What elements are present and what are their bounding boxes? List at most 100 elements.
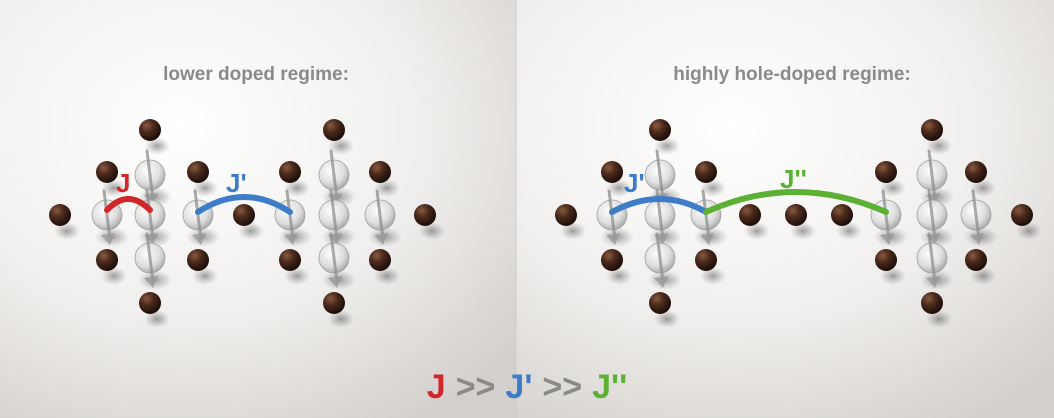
relation-j: J: [427, 368, 446, 406]
left-lattice: [49, 119, 445, 328]
atom-shadow: [836, 222, 862, 240]
spin-arrowhead: [970, 233, 984, 245]
atom-shadow: [700, 179, 726, 197]
spin-arrow: [329, 189, 339, 241]
oxygen-atom: [965, 161, 987, 183]
oxygen-atom: [739, 204, 761, 226]
relation-jp: J': [505, 368, 532, 406]
spin-arrowhead: [144, 276, 158, 288]
oxygen-atom: [649, 119, 671, 141]
spin-arrow: [102, 189, 112, 241]
oxygen-atom: [139, 292, 161, 314]
oxygen-atom: [695, 249, 717, 271]
atom-shadow: [101, 179, 127, 197]
atom-shadow: [970, 267, 996, 285]
oxygen-atom: [96, 161, 118, 183]
oxygen-atom: [649, 292, 671, 314]
atom-shadow: [284, 267, 310, 285]
oxygen-atom: [187, 161, 209, 183]
atom-shadow: [606, 267, 632, 285]
spin-arrowhead: [926, 276, 940, 288]
atom-shadow: [654, 137, 680, 155]
oxygen-atom: [369, 249, 391, 271]
spin-arrow: [145, 189, 155, 241]
spin-arrow: [927, 189, 937, 241]
atom-shadow: [101, 267, 127, 285]
oxygen-atom: [785, 204, 807, 226]
spin-arrowhead: [192, 233, 206, 245]
relation-jpp: J'': [592, 368, 627, 406]
right-panel-title: highly hole-doped regime:: [673, 64, 911, 85]
oxygen-atom: [414, 204, 436, 226]
atom-shadow: [144, 137, 170, 155]
atom-shadow: [926, 137, 952, 155]
spin-arrow: [655, 149, 665, 201]
spin-arrowhead: [101, 233, 115, 245]
oxygen-atom: [555, 204, 577, 226]
oxygen-atom: [831, 204, 853, 226]
spin-arrow: [145, 232, 155, 284]
relation: J>>J'>>J'': [427, 368, 627, 406]
atom-shadow: [880, 267, 906, 285]
oxygen-atom: [49, 204, 71, 226]
right-jpp-arc: [703, 189, 889, 215]
atom-shadow: [790, 222, 816, 240]
oxygen-atom: [233, 204, 255, 226]
oxygen-atom: [921, 292, 943, 314]
left-j-label: J: [116, 168, 130, 198]
atom-shadow: [654, 310, 680, 328]
oxygen-atom: [369, 161, 391, 183]
atom-shadow: [192, 267, 218, 285]
atom-shadow: [328, 137, 354, 155]
spin-arrow: [375, 189, 385, 241]
atom-shadow: [419, 222, 445, 240]
spin-arrowhead: [374, 233, 388, 245]
oxygen-atom: [96, 249, 118, 271]
relation-op-2: >>: [542, 368, 582, 406]
right-jpp-label: J'': [780, 164, 807, 194]
atom-shadow: [744, 222, 770, 240]
oxygen-atom: [875, 161, 897, 183]
atom-shadow: [880, 179, 906, 197]
atom-shadow: [970, 179, 996, 197]
spin-arrow: [329, 232, 339, 284]
oxygen-atom: [323, 119, 345, 141]
left-panel-title: lower doped regime:: [163, 64, 349, 85]
atom-shadow: [238, 222, 264, 240]
right-jp-label: J': [624, 168, 645, 198]
oxygen-atom: [695, 161, 717, 183]
spin-arrow: [927, 232, 937, 284]
atom-shadow: [374, 267, 400, 285]
spin-arrow: [927, 149, 937, 201]
spin-arrow: [655, 232, 665, 284]
spin-arrowhead: [654, 276, 668, 288]
oxygen-atom: [875, 249, 897, 271]
atom-shadow: [374, 179, 400, 197]
oxygen-atom: [965, 249, 987, 271]
oxygen-atom: [279, 249, 301, 271]
spin-arrow: [881, 189, 891, 241]
spin-arrowhead: [606, 233, 620, 245]
atom-shadow: [284, 179, 310, 197]
oxygen-atom: [279, 161, 301, 183]
left-jp-label: J': [226, 168, 247, 198]
spin-arrowhead: [284, 233, 298, 245]
spin-arrow: [971, 189, 981, 241]
right-jp-arc: [609, 196, 709, 215]
atom-shadow: [54, 222, 80, 240]
spin-arrowhead: [328, 276, 342, 288]
atom-shadow: [700, 267, 726, 285]
atom-shadow: [560, 222, 586, 240]
left-j-arc: [104, 196, 153, 213]
atom-shadow: [328, 310, 354, 328]
oxygen-atom: [601, 249, 623, 271]
spin-arrow: [607, 189, 617, 241]
oxygen-atom: [187, 249, 209, 271]
atom-shadow: [144, 310, 170, 328]
relation-op-1: >>: [456, 368, 496, 406]
oxygen-atom: [921, 119, 943, 141]
atom-shadow: [1016, 222, 1042, 240]
oxygen-atom: [323, 292, 345, 314]
